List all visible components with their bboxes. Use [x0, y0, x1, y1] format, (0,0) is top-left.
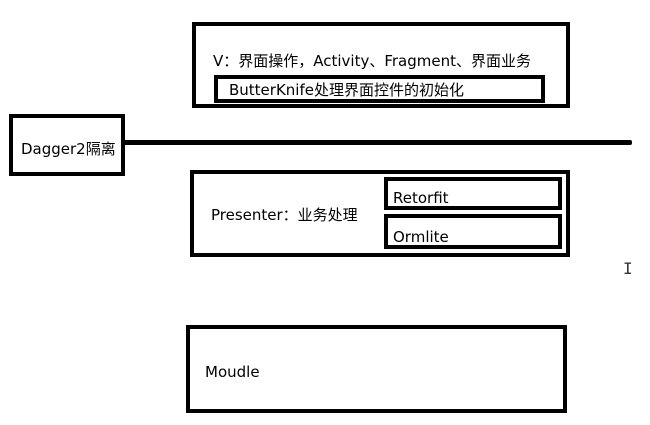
- butterknife-label: ButterKnife处理界面控件的初始化: [229, 81, 464, 99]
- module-layer-label: Moudle: [205, 363, 260, 381]
- ormlite-label: Ormlite: [393, 228, 449, 246]
- retrofit-label: Retorfit: [393, 189, 449, 207]
- dagger-separation-line: [120, 140, 632, 145]
- ormlite-box: [384, 214, 562, 249]
- butterknife-box: [214, 75, 545, 103]
- dagger-label: Dagger2隔离: [21, 140, 116, 158]
- view-layer-label: V：界面操作，Activity、Fragment、界面业务: [213, 52, 532, 70]
- presenter-layer-label: Presenter：业务处理: [211, 206, 358, 224]
- text-cursor-icon: I: [623, 259, 633, 278]
- module-layer-box: [186, 325, 567, 413]
- retrofit-box: [384, 177, 562, 210]
- dagger-box: [9, 114, 125, 176]
